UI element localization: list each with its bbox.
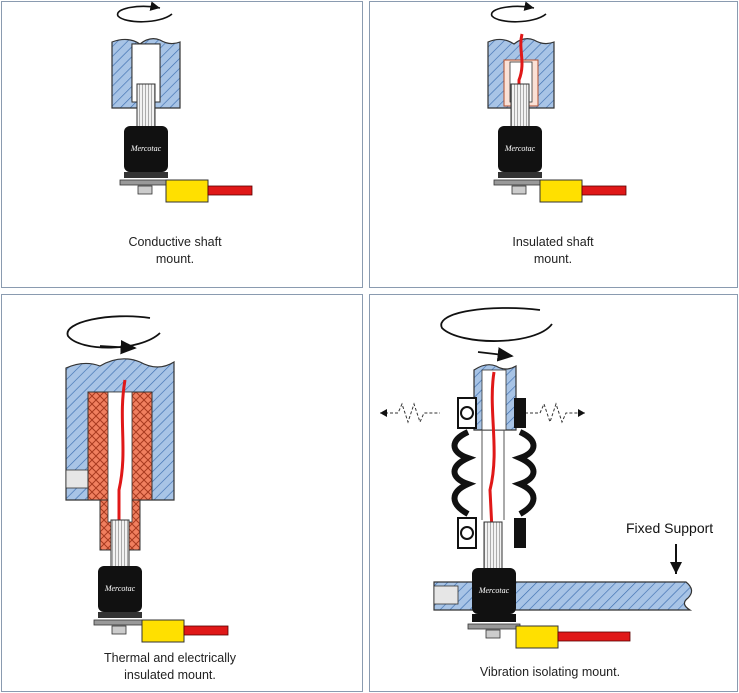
caption-thermal: Thermal and electrically insulated mount… [60, 650, 280, 684]
rotation-arrow-icon [66, 315, 161, 349]
vibration-arrow-icon [525, 402, 585, 424]
caption-line: mount. [533, 252, 573, 266]
panel-thermal [1, 294, 363, 692]
insulated-mount-diagram: Mercotac [487, 1, 627, 203]
caption-line: mount. [155, 252, 195, 266]
caption-line: Insulated shaft [512, 235, 594, 249]
rotation-arrow-icon [440, 307, 553, 342]
caption-conductive: Conductive shaft mount. [80, 234, 270, 268]
red-wire-internal [517, 33, 524, 100]
yellow-connector [539, 179, 583, 203]
flexible-bellows [511, 429, 537, 517]
caption-line: Vibration isolating mount. [479, 665, 621, 679]
vibration-mount-diagram: Mercotac [380, 307, 693, 649]
red-wire [207, 185, 253, 196]
caption-vibration: Vibration isolating mount. [430, 664, 670, 681]
logo-mark: Mercotac [130, 144, 162, 153]
rotation-arrow-icon [117, 1, 173, 23]
caption-line: insulated mount. [124, 668, 216, 682]
flexible-bellows [451, 429, 477, 517]
connector-body [98, 566, 142, 612]
fixed-support-label: Fixed Support [626, 520, 714, 536]
red-wire [557, 631, 631, 642]
caption-line: Thermal and electrically [104, 651, 236, 665]
logo-mark: Mercotac [104, 584, 136, 593]
panel-conductive [1, 1, 363, 288]
red-wire-internal [488, 371, 496, 531]
caption-insulated: Insulated shaft mount. [458, 234, 648, 268]
rotor-shaft [136, 83, 156, 129]
red-wire [183, 625, 229, 636]
thermal-mount-diagram: Mercotac [65, 315, 229, 643]
conductive-mount-diagram: Mercotac [111, 1, 253, 203]
yellow-connector [515, 625, 559, 649]
red-wire [581, 185, 627, 196]
connector-body [472, 568, 516, 614]
yellow-connector [165, 179, 209, 203]
rotor-shaft [110, 519, 130, 569]
rotation-arrow-icon [491, 1, 547, 23]
vibration-arrow-icon [380, 402, 440, 424]
yellow-connector [141, 619, 185, 643]
logo-mark: Mercotac [504, 144, 536, 153]
connector-body [124, 126, 168, 172]
rotor-shaft [483, 521, 503, 571]
caption-line: Conductive shaft [128, 235, 222, 249]
connector-body [498, 126, 542, 172]
logo-mark: Mercotac [478, 586, 510, 595]
red-wire-internal [117, 379, 127, 520]
rotor-shaft [510, 83, 530, 129]
